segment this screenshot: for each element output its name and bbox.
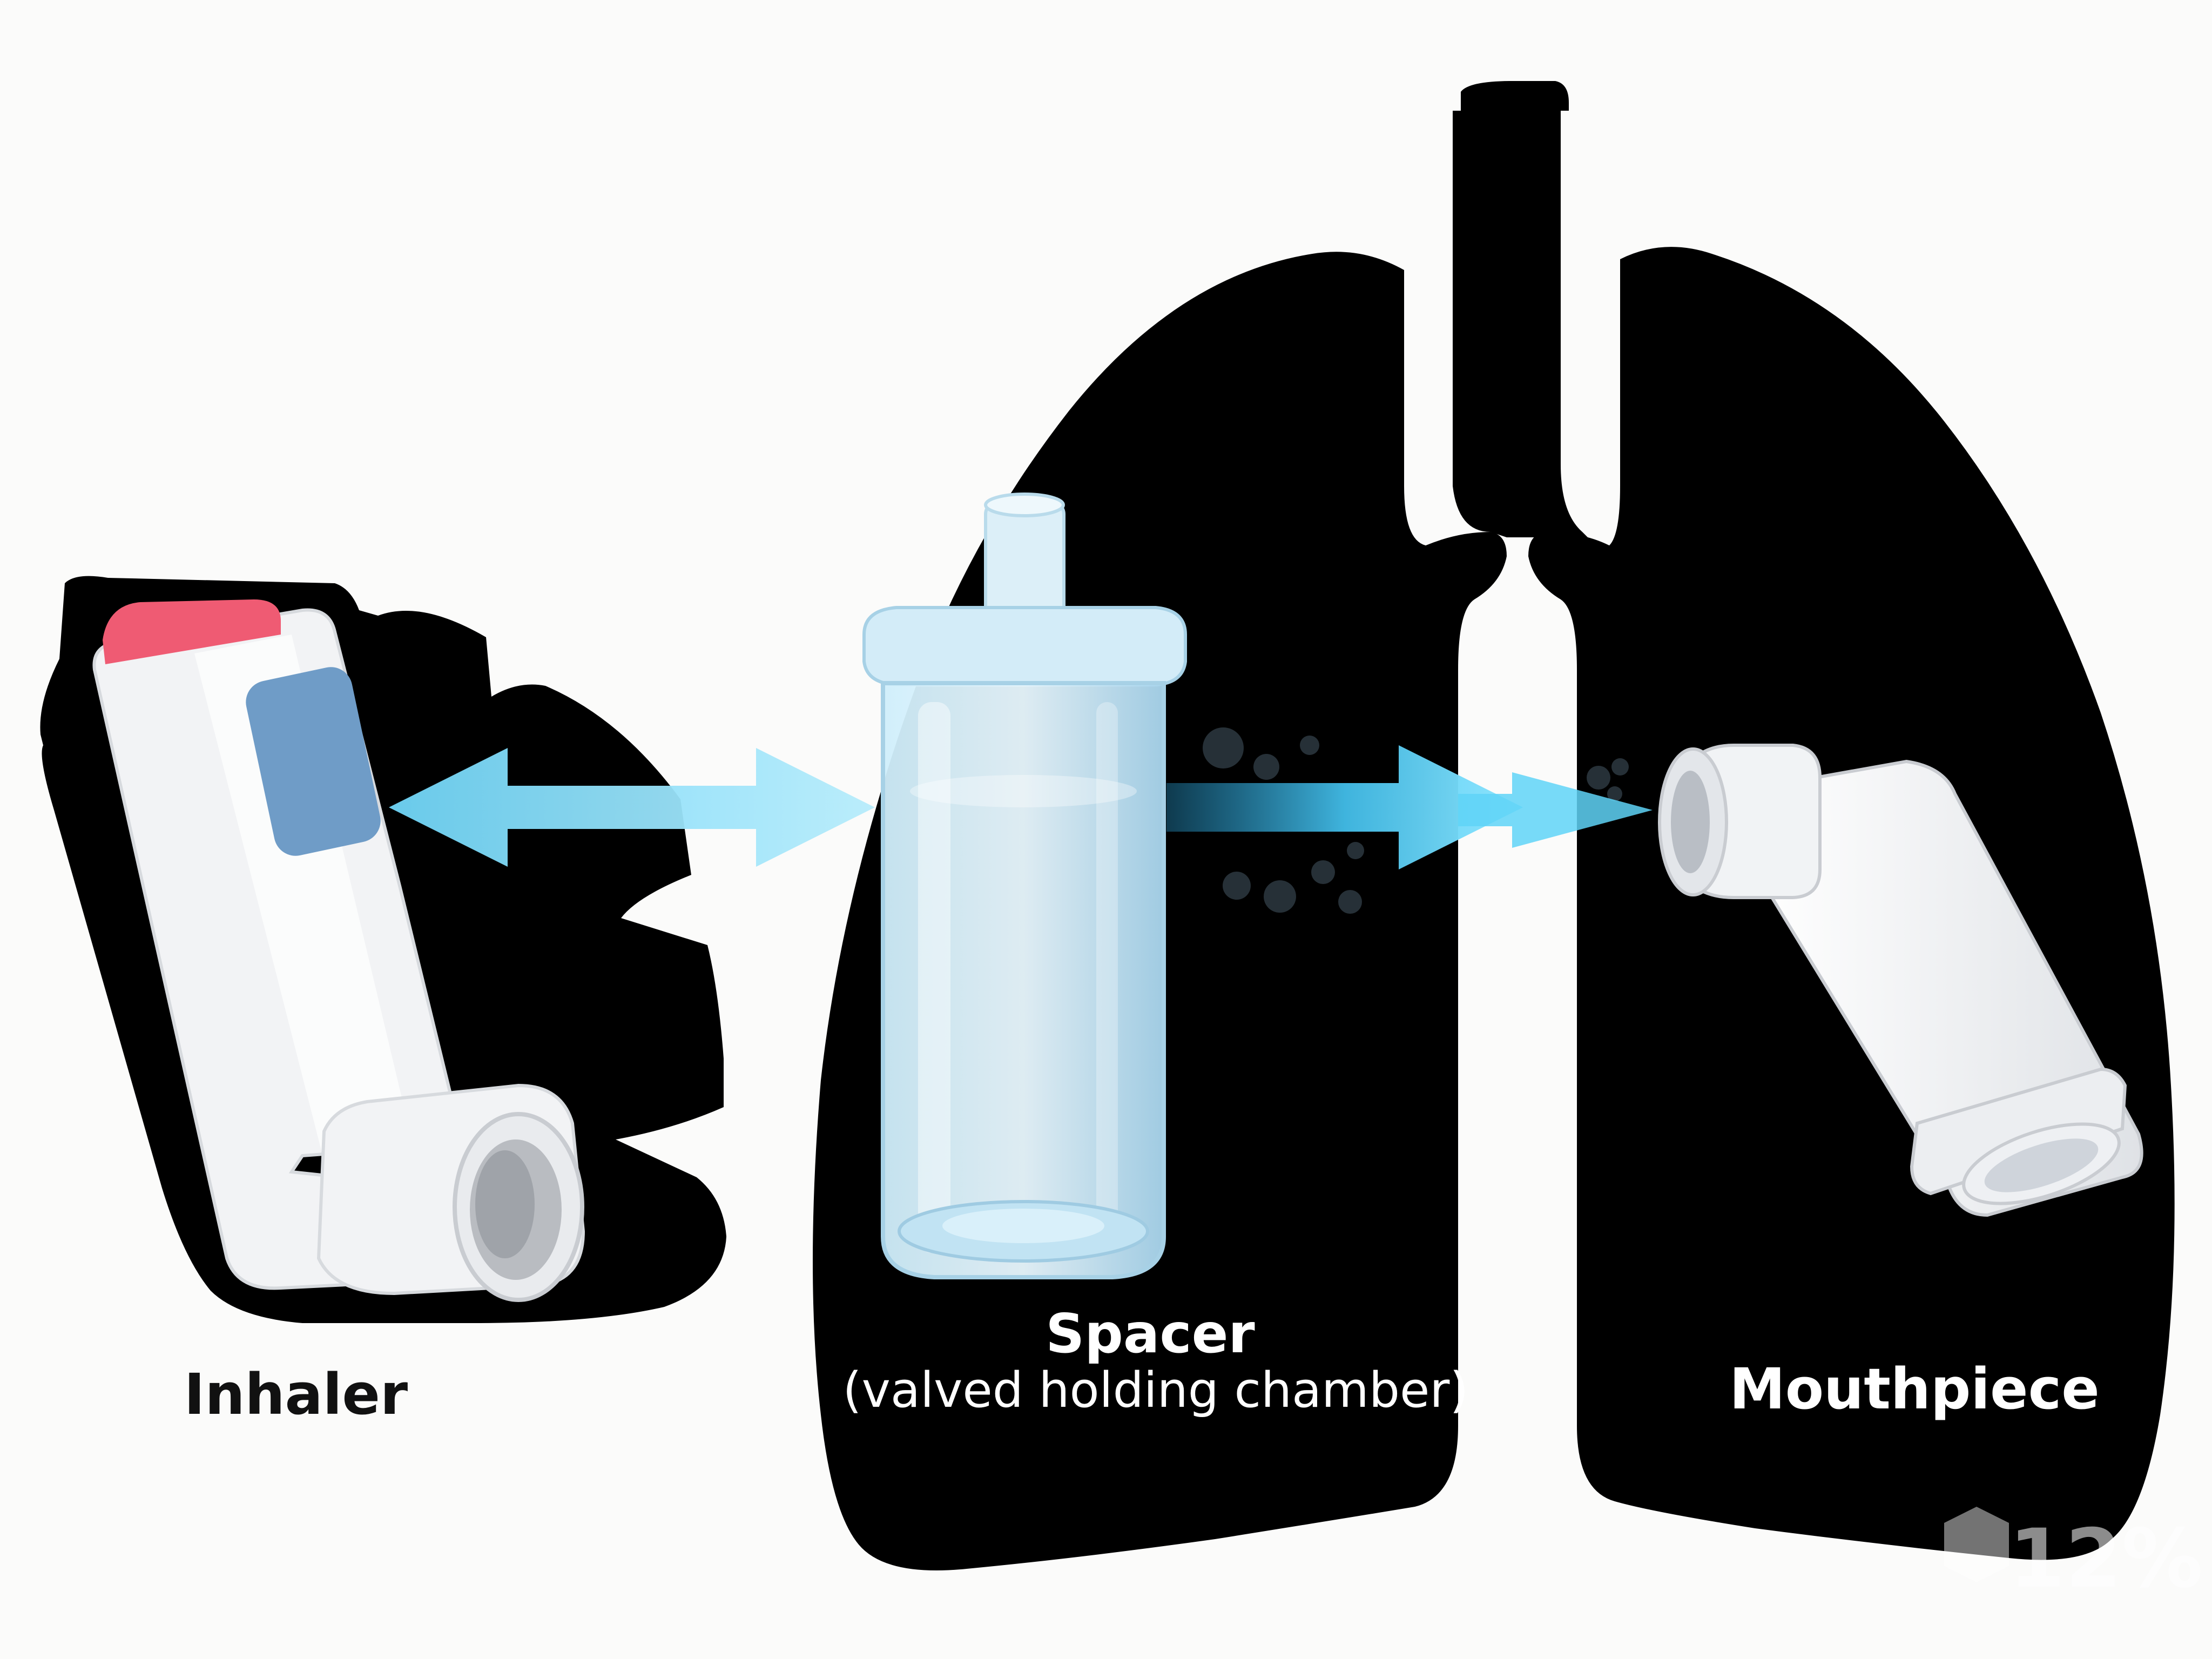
mouthpiece-icon <box>1658 744 2143 1217</box>
watermark-text: 12% <box>2009 1512 2203 1606</box>
inhaler-icon <box>92 599 585 1302</box>
spacer-label: Spacer <box>1046 1302 1255 1365</box>
double-arrow-icon <box>389 748 875 867</box>
watermark-logo <box>1944 1507 2009 1582</box>
mouthpiece-label: Mouthpiece <box>1729 1356 2100 1422</box>
inhaler-label: Inhaler <box>184 1361 408 1427</box>
spacer-chamber-icon <box>862 493 1187 1279</box>
aerosol-particles <box>1203 727 1629 914</box>
spacer-subtitle-label: (valved holding chamber) <box>842 1362 1469 1419</box>
flow-arrow-icon <box>1166 745 1653 869</box>
